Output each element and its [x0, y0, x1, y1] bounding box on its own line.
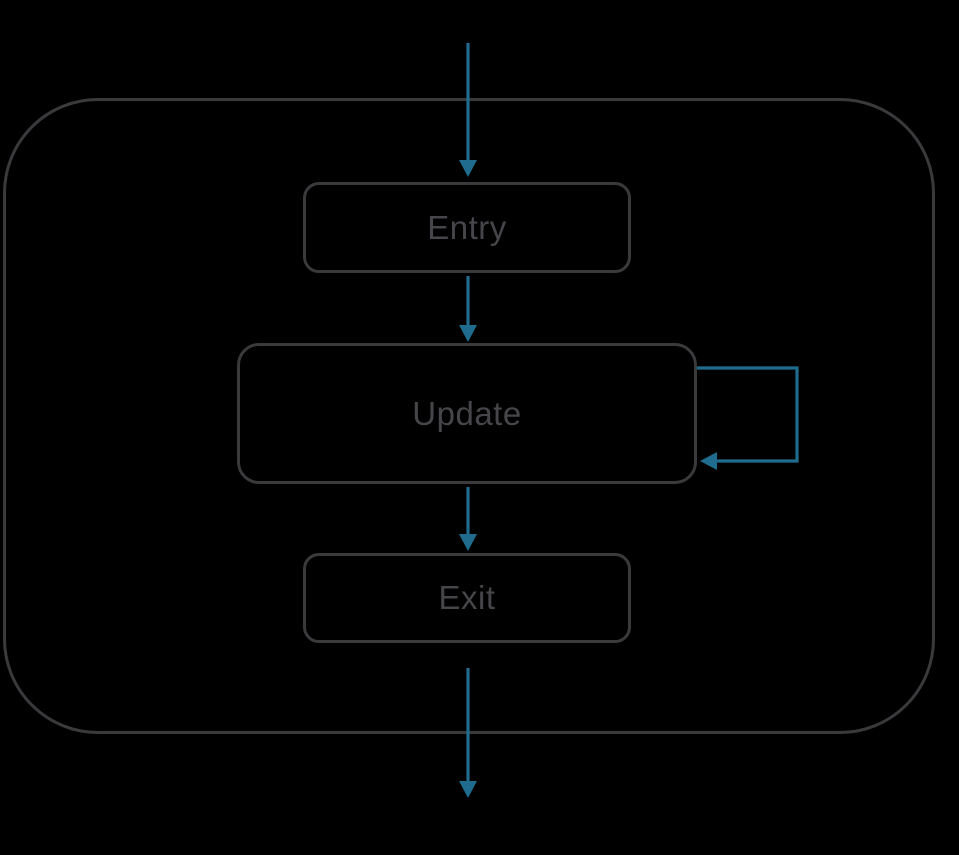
edge-outside-to-entry [459, 43, 477, 177]
edge-entry-to-update [459, 276, 477, 342]
arrowhead-down-icon [459, 325, 477, 342]
arrowhead-down-icon [459, 781, 477, 798]
arrowhead-down-icon [459, 534, 477, 551]
edge-update-self-loop [697, 366, 799, 470]
edge-update-to-exit [459, 487, 477, 551]
arrowhead-down-icon [459, 160, 477, 177]
arrowhead-left-icon [700, 452, 717, 470]
edge-exit-to-outside [459, 668, 477, 798]
edge-line [697, 366, 799, 463]
